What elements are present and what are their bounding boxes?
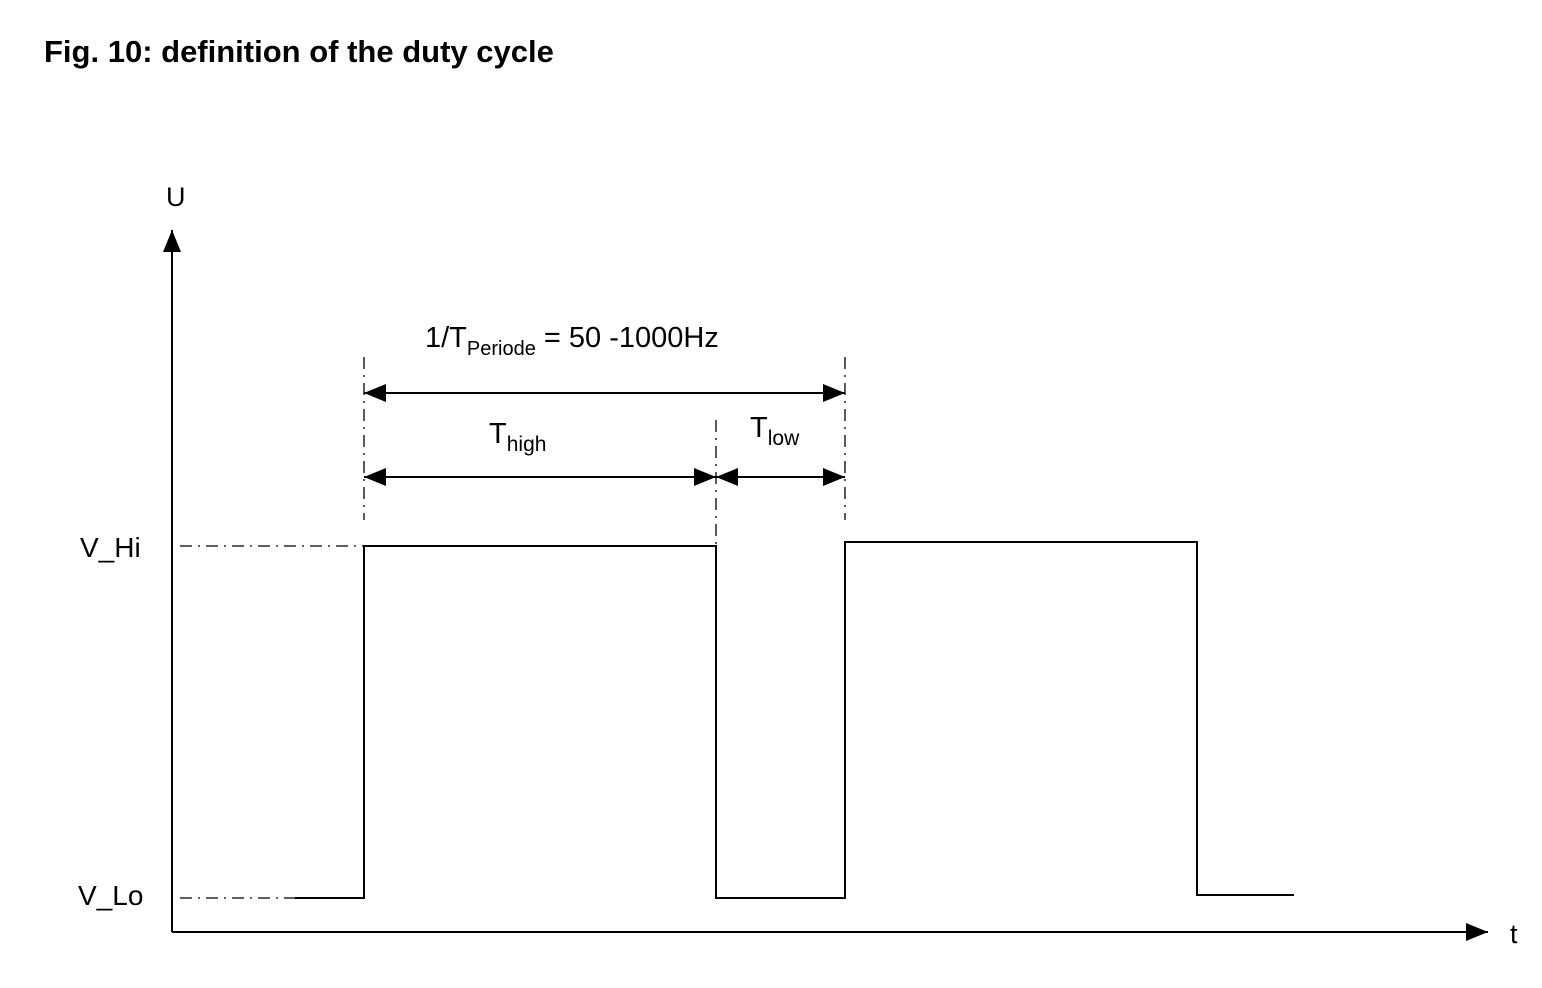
y-axis-label: U bbox=[166, 182, 186, 212]
x-axis-label: t bbox=[1510, 919, 1518, 949]
t-high-label: Thigh bbox=[489, 418, 546, 456]
period-label: 1/TPeriode = 50 -1000Hz bbox=[425, 322, 719, 360]
t-low-label: Tlow bbox=[750, 412, 800, 450]
pwm-waveform bbox=[295, 541, 1294, 899]
v-hi-label: V_Hi bbox=[80, 532, 141, 563]
figure-title: Fig. 10: definition of the duty cycle bbox=[44, 34, 554, 69]
v-lo-label: V_Lo bbox=[78, 880, 143, 911]
